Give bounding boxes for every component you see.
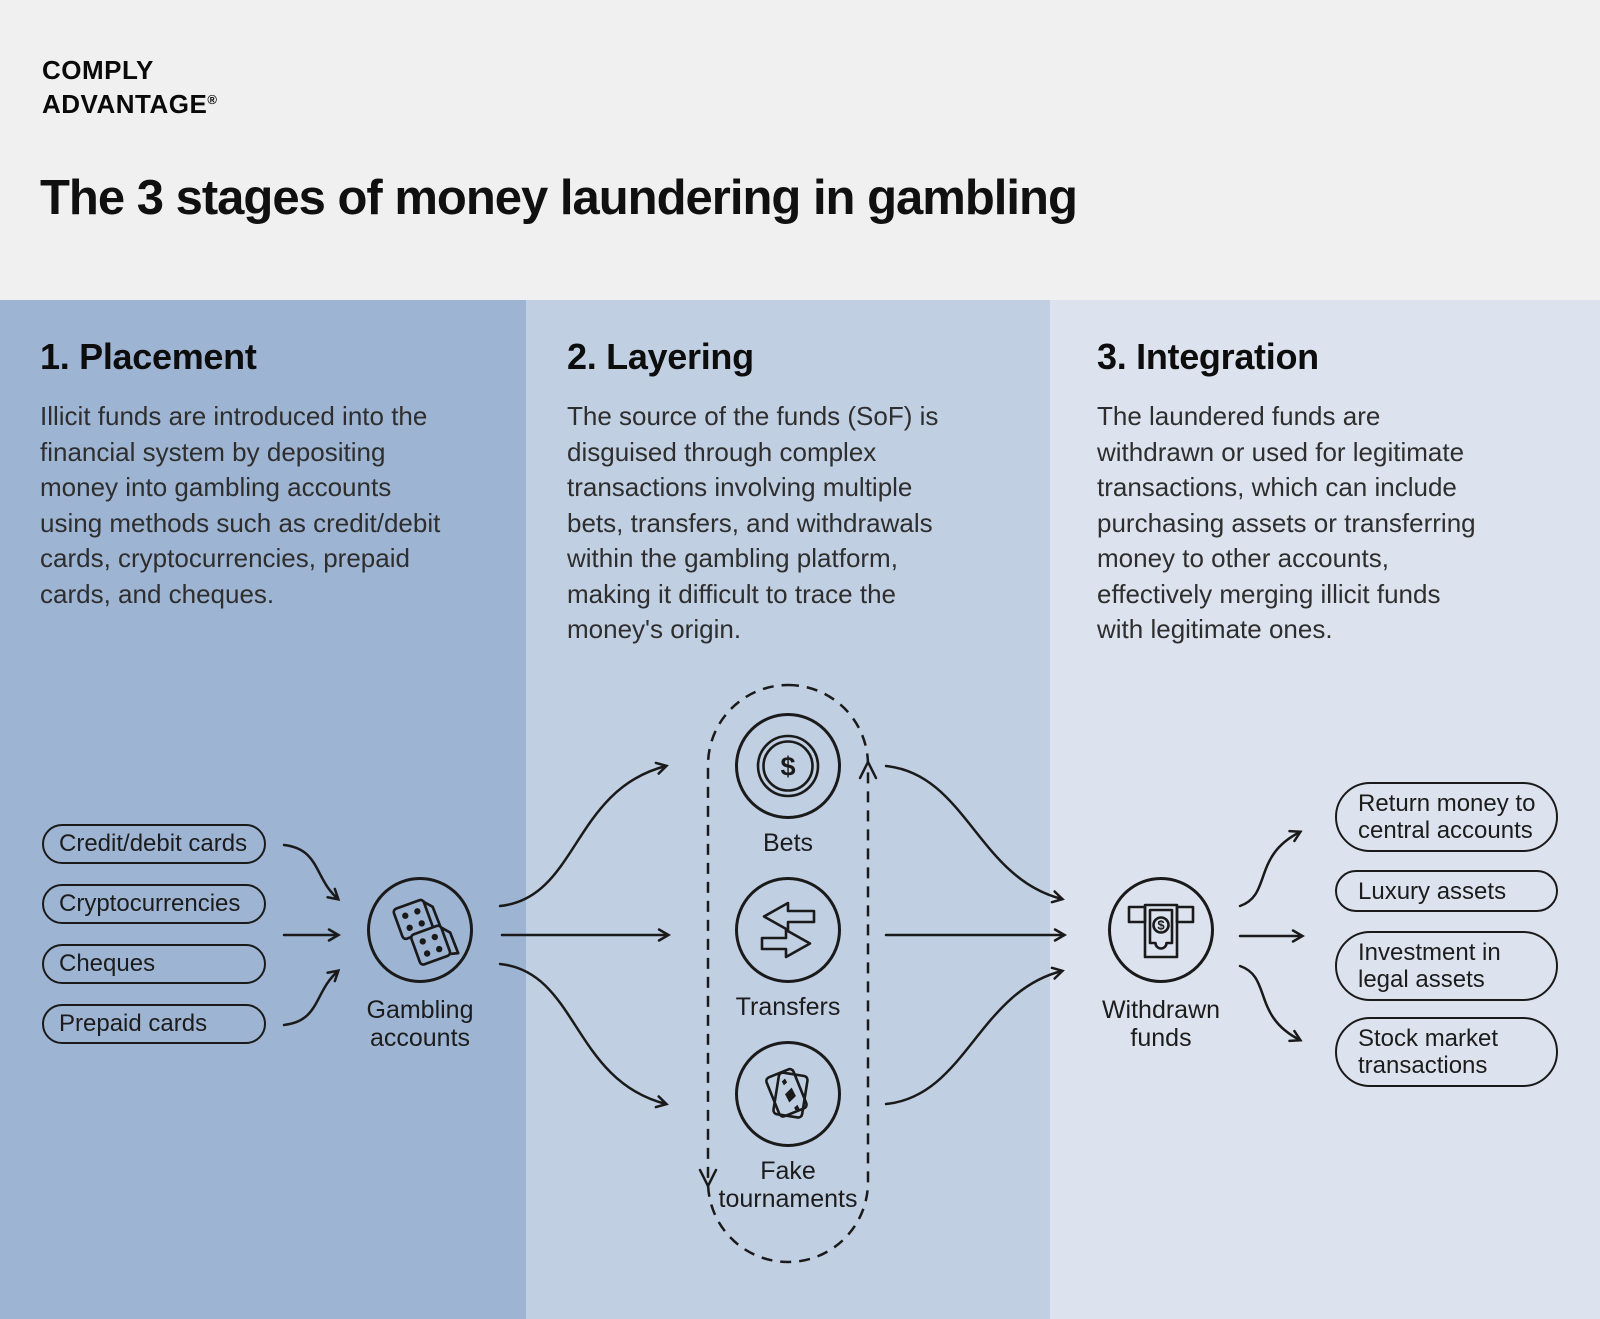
coin-icon: $ (756, 734, 820, 798)
placement-heading: 1. Placement (40, 336, 257, 377)
placement-panel: 1. Placement Illicit funds are introduce… (0, 300, 526, 1319)
comply-advantage-logo: COMPLY ADVANTAGE® (42, 56, 217, 119)
outcome-pill-return-money: Return money to central accounts (1335, 782, 1558, 852)
outcome-pill-stock-market: Stock market transactions (1335, 1017, 1558, 1087)
integration-panel: 3. Integration The laundered funds are w… (1050, 300, 1600, 1319)
deposit-method-pill-credit-debit-cards: Credit/debit cards (42, 824, 266, 864)
transfers-node (735, 877, 841, 983)
outcome-pill-investment-legal-assets: Investment in legal assets (1335, 931, 1558, 1001)
page-title: The 3 stages of money laundering in gamb… (40, 171, 1078, 225)
deposit-method-pill-prepaid-cards: Prepaid cards (42, 1004, 266, 1044)
gambling-accounts-label: Gambling accounts (366, 996, 474, 1052)
deposit-method-pill-cheques: Cheques (42, 944, 266, 984)
fake-tournaments-node (735, 1041, 841, 1147)
svg-text:$: $ (780, 752, 795, 782)
withdrawn-funds-label: Withdrawn funds (1101, 996, 1221, 1052)
playing-cards-icon (765, 1067, 809, 1119)
transfer-arrows-icon (760, 901, 816, 959)
withdrawn-funds-node: $ (1108, 877, 1214, 983)
transfers-label: Transfers (735, 993, 841, 1021)
fake-tournaments-label: Fake tournaments (718, 1157, 858, 1213)
bets-label: Bets (762, 829, 814, 857)
integration-description: The laundered funds are withdrawn or use… (1097, 401, 1476, 644)
placement-description: Illicit funds are introduced into the fi… (40, 401, 441, 609)
outcome-pill-luxury-assets: Luxury assets (1335, 870, 1558, 912)
layering-description: The source of the funds (SoF) is disguis… (567, 401, 939, 644)
deposit-method-pill-cryptocurrencies: Cryptocurrencies (42, 884, 266, 924)
logo-line-1: COMPLY (42, 55, 154, 85)
layering-heading: 2. Layering (567, 336, 754, 377)
svg-text:$: $ (1157, 918, 1165, 933)
atm-cash-icon: $ (1127, 903, 1195, 959)
registered-trademark-symbol: ® (207, 92, 217, 107)
bets-node: $ (735, 713, 841, 819)
logo-line-2: ADVANTAGE® (42, 89, 217, 119)
integration-heading: 3. Integration (1097, 336, 1319, 377)
dice-icon (392, 898, 460, 966)
gambling-accounts-node (367, 877, 473, 983)
